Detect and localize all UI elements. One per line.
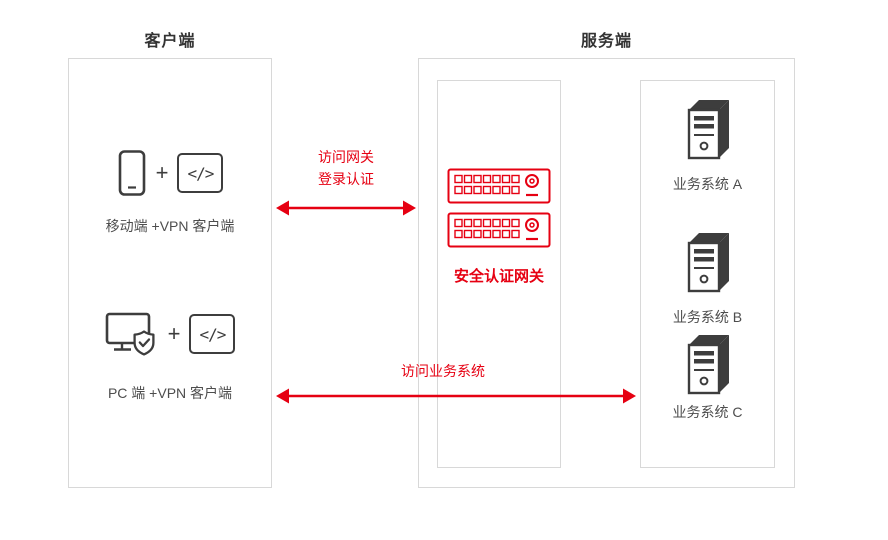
gateway-appliance-icon [447, 212, 551, 248]
plus-sign: + [167, 321, 181, 346]
server-tower-icon [687, 233, 729, 293]
gateway-label: 安全认证网关 [453, 268, 544, 285]
mobile-client-label: 移动端 +VPN 客户端 [105, 218, 235, 234]
pc-shield-icon [105, 312, 155, 356]
client-panel [68, 58, 272, 488]
mobile-client-group: + </> [68, 144, 272, 202]
gateway-appliance-icon [447, 168, 551, 204]
business-access-label: 访问业务系统 [401, 363, 485, 379]
vpn-client-icon: </> [189, 314, 236, 354]
system-c-label: 业务系统 C [672, 404, 743, 420]
gateway-access-label: 访问网关 登录认证 [318, 149, 374, 187]
code-glyph: </> [187, 163, 214, 183]
client-title: 客户端 [144, 33, 196, 50]
system-a-label: 业务系统 A [672, 176, 743, 192]
pc-client-group: + </> [68, 305, 272, 363]
vpn-client-icon: </> [177, 153, 224, 193]
code-glyph: </> [199, 324, 226, 344]
pc-client-label: PC 端 +VPN 客户端 [107, 385, 233, 401]
gateway-access-arrow [276, 200, 416, 216]
mobile-phone-icon [118, 150, 145, 196]
server-tower-icon [687, 100, 729, 160]
server-tower-icon [687, 335, 729, 395]
server-title: 服务端 [580, 33, 632, 50]
system-b-label: 业务系统 B [672, 309, 743, 325]
gateway-panel [437, 80, 561, 468]
plus-sign: + [155, 160, 169, 185]
business-access-arrow [276, 388, 636, 404]
